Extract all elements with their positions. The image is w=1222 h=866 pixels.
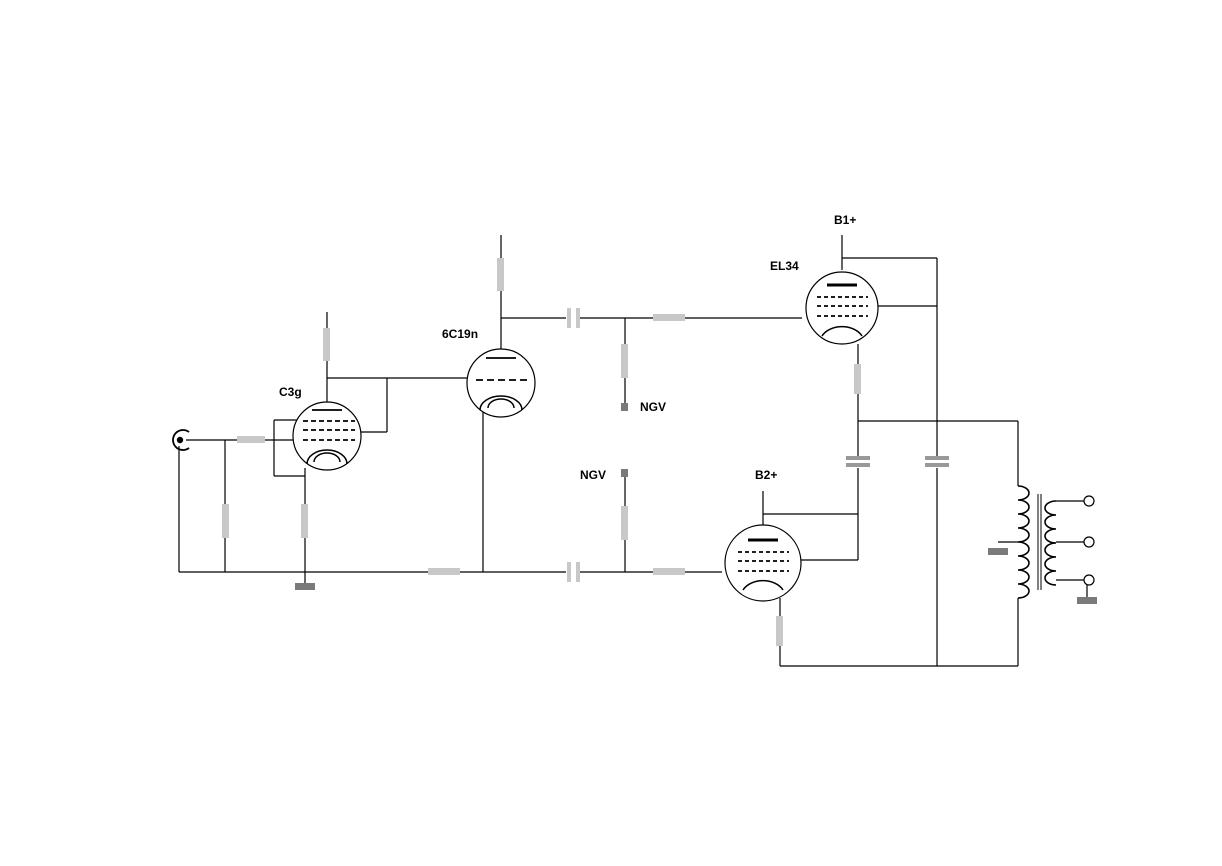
ngv-terminal-upper bbox=[621, 403, 628, 411]
output-terminal bbox=[1083, 574, 1095, 586]
capacitor bbox=[846, 456, 870, 468]
tube-el34 bbox=[805, 271, 879, 345]
label-c3g: C3g bbox=[279, 385, 302, 399]
resistor bbox=[621, 506, 628, 540]
resistor bbox=[222, 504, 229, 538]
resistor bbox=[237, 436, 265, 443]
resistor bbox=[776, 616, 783, 646]
resistor bbox=[653, 314, 685, 321]
ground-symbol bbox=[988, 548, 1008, 555]
output-terminal bbox=[1083, 495, 1095, 507]
resistor bbox=[323, 328, 330, 361]
resistor bbox=[621, 344, 628, 378]
capacitors bbox=[566, 308, 949, 582]
resistor bbox=[301, 504, 308, 538]
label-ngv-upper: NGV bbox=[640, 400, 666, 414]
tube-c3g bbox=[292, 401, 362, 471]
output-transformer bbox=[1017, 485, 1095, 599]
ground-symbol bbox=[295, 583, 315, 590]
output-terminal bbox=[1083, 536, 1095, 548]
resistors bbox=[222, 258, 861, 646]
label-ngv-lower: NGV bbox=[580, 468, 606, 482]
ground-symbol bbox=[1077, 597, 1097, 604]
resistor bbox=[854, 364, 861, 394]
tube-b2 bbox=[724, 524, 802, 602]
tube-6c19n bbox=[466, 348, 536, 418]
ngv-terminal-lower bbox=[621, 469, 628, 477]
label-b1-plus: B1+ bbox=[834, 213, 856, 227]
wires bbox=[178, 235, 1088, 667]
resistor bbox=[497, 258, 504, 291]
capacitor bbox=[566, 308, 580, 328]
label-el34: EL34 bbox=[770, 259, 799, 273]
capacitor bbox=[566, 562, 580, 582]
input-jack bbox=[172, 429, 190, 451]
resistor bbox=[428, 568, 460, 575]
label-6c19n: 6C19n bbox=[442, 327, 478, 341]
resistor bbox=[653, 568, 685, 575]
label-b2-plus: B2+ bbox=[755, 468, 777, 482]
grounds bbox=[295, 548, 1097, 604]
capacitor bbox=[925, 456, 949, 468]
